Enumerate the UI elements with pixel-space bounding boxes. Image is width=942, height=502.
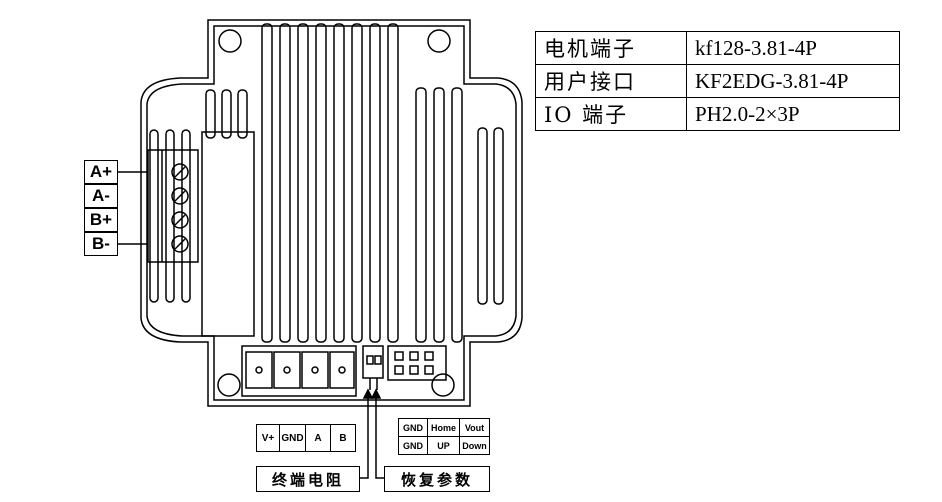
board-outline: [140, 19, 523, 407]
user-pin-label: B: [330, 424, 356, 452]
motor-connector-body: [147, 149, 199, 263]
motor-terminal-label: B+: [84, 208, 118, 232]
mount-hole-bottom-right: [431, 373, 455, 397]
component-block: [201, 131, 255, 337]
mount-hole-bottom-left: [217, 373, 241, 397]
spec-label: IO 端子: [535, 97, 687, 131]
restore-parameters-label: 恢复参数: [384, 466, 490, 492]
io-pin-label: Vout: [459, 418, 490, 437]
motor-terminal-label: B-: [84, 232, 118, 256]
io-pin-label: GND: [398, 436, 428, 455]
spec-value: PH2.0-2×3P: [686, 97, 900, 131]
heat-fins-right: [415, 87, 504, 343]
table-row: IO 端子 PH2.0-2×3P: [535, 97, 900, 131]
spec-label: 用户接口: [535, 64, 687, 98]
mount-hole-top-left: [218, 29, 242, 53]
termination-resistor-label: 终端电阻: [256, 466, 360, 492]
dip-switch-leaders: [360, 388, 384, 479]
spec-value: kf128-3.81-4P: [686, 31, 900, 65]
io-pin-label: GND: [398, 418, 428, 437]
user-pin-label: GND: [279, 424, 306, 452]
motor-connector-screws: [171, 163, 189, 253]
io-connector: [387, 345, 447, 381]
io-pin-label: UP: [427, 436, 460, 455]
table-row: 电机端子 kf128-3.81-4P: [535, 31, 900, 65]
user-pin-label: V+: [256, 424, 280, 452]
spec-label: 电机端子: [535, 31, 687, 65]
mount-hole-top-right: [427, 29, 451, 53]
motor-terminal-label: A-: [84, 184, 118, 208]
dip-switch: [362, 345, 384, 390]
spec-table: 电机端子 kf128-3.81-4P 用户接口 KF2EDG-3.81-4P I…: [535, 31, 900, 131]
board-inner-outline: [146, 25, 517, 401]
heat-fins-top: [261, 23, 399, 343]
heat-fins-left: [149, 89, 248, 303]
io-pin-label: Home: [427, 418, 460, 437]
user-connector: [241, 345, 357, 397]
spec-value: KF2EDG-3.81-4P: [686, 64, 900, 98]
io-pin-label: Down: [459, 436, 490, 455]
user-pin-label: A: [305, 424, 331, 452]
motor-terminal-label: A+: [84, 160, 118, 184]
table-row: 用户接口 KF2EDG-3.81-4P: [535, 64, 900, 98]
